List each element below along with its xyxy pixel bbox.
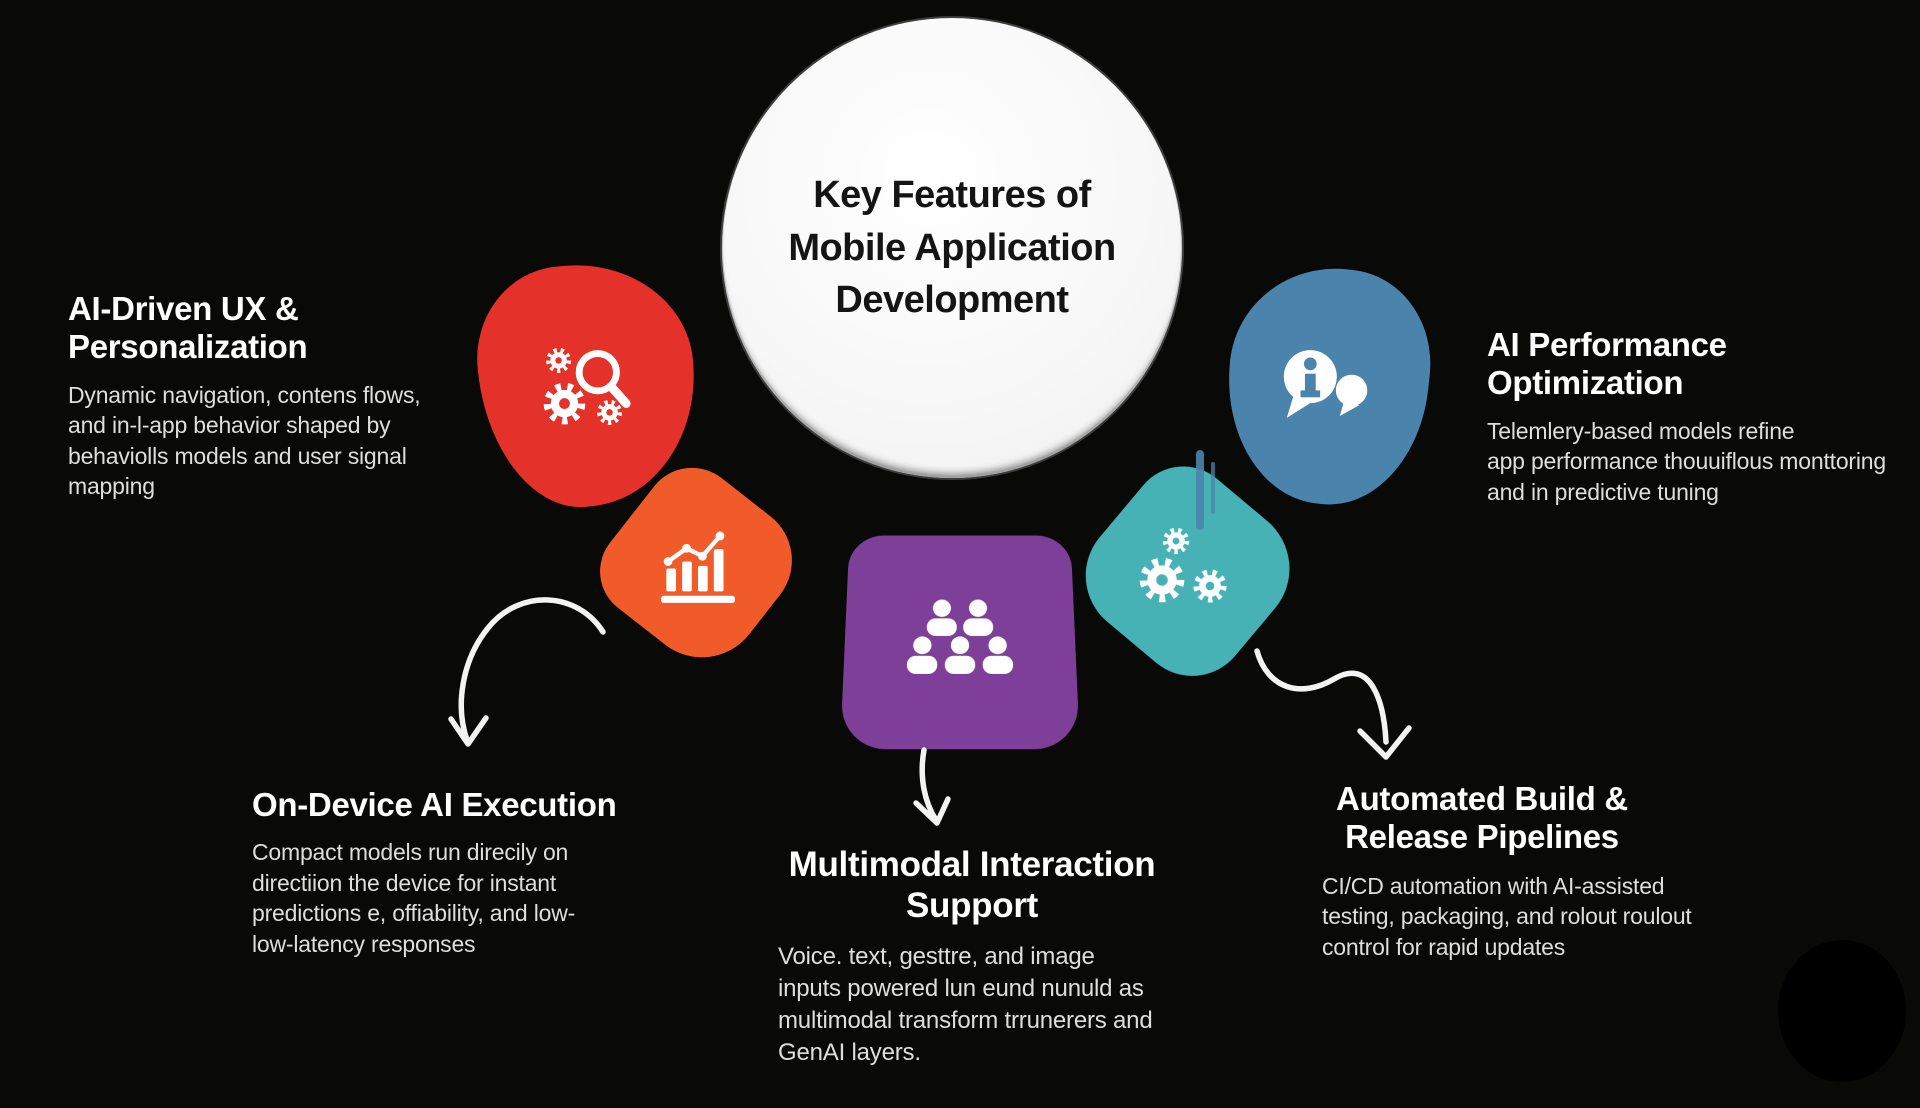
bar-chart-icon <box>661 531 735 603</box>
center-title: Key Features of Mobile Application Devel… <box>788 174 1116 322</box>
feature-body: Telemlery-based models refine app perfor… <box>1487 417 1886 505</box>
feature-heading: Automated Build & Release Pipelines <box>1336 780 1628 856</box>
arrow-to-build <box>1254 648 1412 760</box>
feature-body: CI/CD automation with AI-assisted testin… <box>1322 872 1692 960</box>
feature-body: Voice. text, gesttre, and image inputs p… <box>778 943 1153 1066</box>
feature-heading: Multimodal Interaction Support <box>788 845 1156 925</box>
blob-performance <box>1216 258 1440 514</box>
people-group-icon <box>906 599 1014 674</box>
center-circle: Key Features of Mobile Application Devel… <box>722 18 1182 478</box>
arrow-to-multimodal <box>913 747 951 826</box>
blob-multimodal <box>840 535 1080 750</box>
gears-icon <box>1138 522 1238 622</box>
feature-body: Compact models run direcily on directiio… <box>252 839 576 957</box>
feature-heading: On-Device AI Execution <box>252 786 617 823</box>
feature-build: Automated Build & Release Pipelines CI/C… <box>1322 780 1752 962</box>
gears-magnifier-icon <box>534 336 631 434</box>
feature-performance: AI Performance Optimization Telemlery-ba… <box>1487 326 1920 507</box>
feature-multimodal: Multimodal Interaction Support Voice. te… <box>762 845 1182 1069</box>
chat-info-icon <box>1283 350 1368 418</box>
feature-heading: AI-Driven UX & Personalization <box>68 290 308 366</box>
drip-artifact <box>1211 462 1215 514</box>
blob-on-device <box>581 448 815 682</box>
arrow-to-on-device <box>448 597 606 747</box>
feature-on-device: On-Device AI Execution Compact models ru… <box>252 786 672 960</box>
drip-artifact <box>1196 450 1204 530</box>
feature-ai-ux: AI-Driven UX & Personalization Dynamic n… <box>68 290 488 502</box>
background-ellipse <box>1778 940 1906 1082</box>
blob-ai-ux <box>467 253 708 517</box>
feature-body: Dynamic navigation, contens flows, and i… <box>68 381 421 500</box>
feature-heading: AI Performance Optimization <box>1487 326 1727 402</box>
